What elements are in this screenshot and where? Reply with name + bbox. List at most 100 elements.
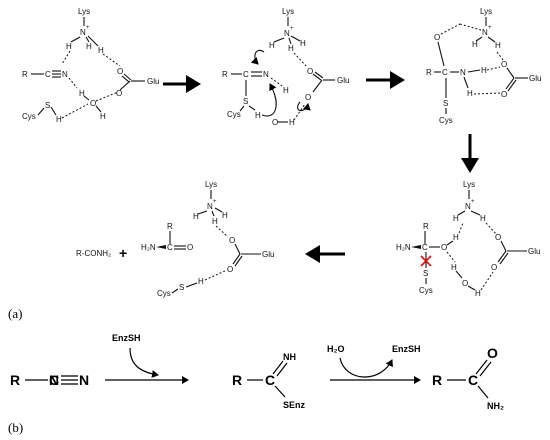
o-label: O: [501, 90, 507, 99]
plus-sign: +: [119, 245, 127, 261]
h-label: H: [289, 118, 295, 127]
n-label: N: [62, 70, 68, 79]
n-label: N: [465, 202, 471, 211]
h-label: H: [472, 40, 478, 49]
h-label: H: [288, 44, 294, 53]
lys-label: Lys: [282, 7, 294, 16]
o-label: O: [272, 118, 278, 127]
amide-nh2-label: NH₂: [487, 401, 504, 411]
cys-label: Cys: [157, 289, 171, 298]
h-label: H: [255, 111, 261, 120]
structure-3-tetrahedral-intermediate: Lys N + H H O R C N H H O O Glu S Cys: [426, 7, 541, 125]
o-label: O: [441, 243, 447, 252]
enzsh-released-label: EnzSH: [392, 344, 421, 354]
s-label: S: [179, 283, 184, 292]
o-label: O: [305, 93, 311, 102]
amine-label: H₂N: [141, 243, 156, 252]
glu-label: Glu: [337, 76, 349, 85]
h-label: H: [283, 86, 289, 95]
n-label: N: [284, 29, 290, 38]
charge-label: +: [471, 199, 475, 205]
h-label: H: [66, 42, 72, 51]
r-label: R: [10, 372, 20, 388]
h-label: H: [451, 263, 457, 272]
o-label: O: [90, 99, 96, 108]
lys-label: Lys: [480, 7, 492, 16]
h-label: H: [100, 112, 106, 121]
o-label: O: [487, 345, 498, 361]
r-label: R: [22, 70, 28, 79]
o-label: O: [229, 236, 235, 245]
r-label: R: [423, 222, 429, 231]
r-label: R: [222, 70, 228, 79]
amide-product-label: R-CONH₂: [76, 249, 111, 258]
structure-4-cs-cleavage: Lys N + H H R H₂N C O H S Cys O O Glu H …: [396, 180, 540, 298]
n-label: N: [482, 28, 488, 37]
h-label: H: [79, 89, 85, 98]
c-label: C: [468, 372, 478, 388]
imine-label: NH: [283, 352, 296, 362]
h-label: H: [453, 214, 459, 223]
h-label: H: [467, 89, 473, 98]
n-label: N: [263, 70, 269, 79]
n-label: N: [80, 28, 86, 37]
nitrile-n-label: N: [79, 372, 89, 388]
structure-2-nucleophilic-attack: Lys N + H H H R C N H O O Glu S Cys H O: [222, 7, 349, 127]
o-label: O: [434, 33, 440, 42]
panel-b-label: (b): [8, 420, 23, 435]
h-label: H: [300, 39, 306, 48]
o-label: O: [227, 265, 233, 274]
structure-1-nitrile-active-site: Lys N + H H H R C N H O H O O Glu Cys S: [22, 7, 159, 124]
h-label: H: [56, 115, 62, 124]
h-label: H: [212, 217, 218, 226]
cys-label: Cys: [22, 112, 36, 121]
cys-label: Cys: [227, 110, 241, 119]
nitrile-c-label: N: [49, 372, 59, 388]
s-label: S: [443, 99, 448, 108]
r-label: R: [232, 372, 242, 388]
o-label: O: [462, 279, 468, 288]
panel-a-label: (a): [8, 306, 22, 321]
charge-label: +: [290, 26, 294, 32]
charge-label: +: [213, 199, 217, 205]
s-label: S: [45, 101, 50, 110]
lys-label: Lys: [463, 180, 475, 189]
c-label: C: [422, 243, 428, 252]
c-label: C: [243, 70, 249, 79]
o-label: O: [187, 243, 193, 252]
c-label: C: [167, 243, 173, 252]
thioester-label: SEnz: [283, 400, 306, 410]
s-label: S: [423, 269, 428, 278]
c-label: C: [442, 68, 448, 77]
o-label: O: [116, 89, 122, 98]
h-label: H: [495, 41, 501, 50]
n-label: N: [207, 202, 213, 211]
h-label: H: [198, 277, 204, 286]
glu-label: Glu: [528, 247, 540, 256]
r-label: R: [167, 222, 173, 231]
panel-b-simplified-mechanism: R N N C N EnzSH R C NH SEnz H₂O EnzSH R …: [10, 333, 504, 411]
o-label: O: [307, 67, 313, 76]
structure-5-products: R-CONH₂ + Lys N + H H H R H₂N C O O O Gl…: [76, 180, 274, 298]
h-label: H: [475, 289, 481, 298]
glu-label: Glu: [262, 250, 274, 259]
charge-label: +: [488, 25, 492, 31]
glu-label: Glu: [147, 77, 159, 86]
bond-break-mark: [420, 255, 432, 267]
r-label: R: [432, 372, 442, 388]
h-label: H: [453, 233, 459, 242]
charge-label: +: [86, 25, 90, 31]
h-label: H: [193, 212, 199, 221]
o-label: O: [117, 67, 123, 76]
s-label: S: [243, 97, 248, 106]
r-label: R: [426, 68, 432, 77]
h-label: H: [480, 214, 486, 223]
lys-label: Lys: [78, 7, 90, 16]
o-label: O: [495, 233, 501, 242]
h-label: H: [222, 211, 228, 220]
h-label: H: [481, 66, 487, 75]
n-label: N: [460, 68, 466, 77]
enzsh-reagent-label: EnzSH: [112, 333, 141, 343]
h-label: H: [98, 46, 104, 55]
